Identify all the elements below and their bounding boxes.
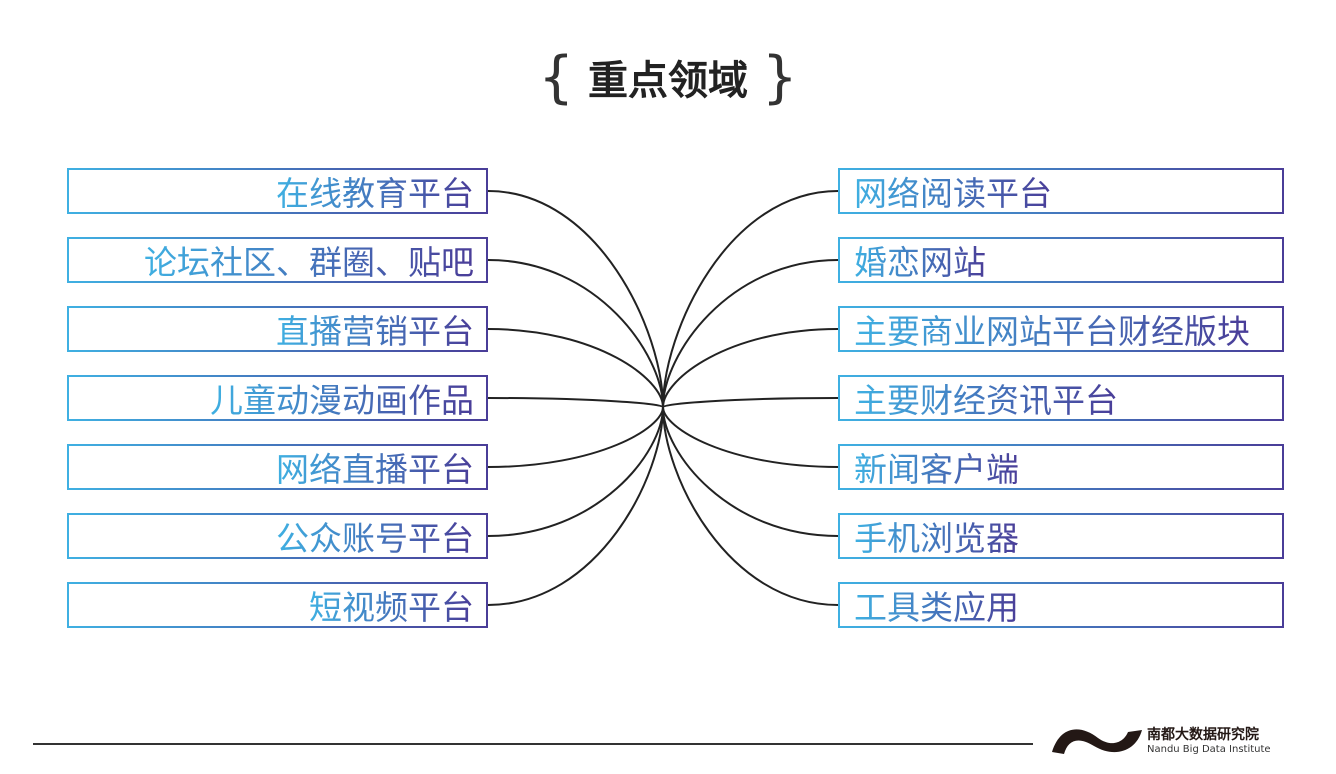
logo-name-cn: 南都大数据研究院 <box>1147 727 1259 743</box>
right-domain-box: 婚恋网站 <box>838 237 1284 283</box>
connector-line <box>487 397 664 408</box>
right-domain-label: 婚恋网站 <box>854 236 986 284</box>
left-domain-label: 网络直播平台 <box>276 443 474 491</box>
page-title: { 重点领域 } <box>0 44 1336 116</box>
left-domain-box: 论坛社区、群圈、贴吧 <box>67 237 488 283</box>
nandu-logo-icon <box>1052 729 1142 754</box>
connector-line <box>487 406 664 606</box>
left-domain-label: 公众账号平台 <box>276 512 474 560</box>
connector-line <box>662 328 839 408</box>
connector-line <box>662 259 839 408</box>
right-domain-label: 新闻客户端 <box>854 443 1019 491</box>
close-brace: } <box>761 44 798 110</box>
connector-line <box>662 406 839 537</box>
left-domain-label: 论坛社区、群圈、贴吧 <box>144 236 474 284</box>
connector-line <box>662 406 839 468</box>
connector-line <box>487 406 664 537</box>
connector-line <box>487 190 664 408</box>
left-domain-label: 短视频平台 <box>309 581 474 629</box>
right-domain-box: 主要商业网站平台财经版块 <box>838 306 1284 352</box>
right-domain-label: 主要财经资讯平台 <box>854 374 1118 422</box>
connector-line <box>662 406 839 606</box>
left-domain-box: 直播营销平台 <box>67 306 488 352</box>
right-domain-label: 主要商业网站平台财经版块 <box>854 305 1250 353</box>
title-text: 重点领域 <box>588 58 748 104</box>
left-domain-label: 儿童动漫动画作品 <box>210 374 474 422</box>
connector-line <box>487 328 664 408</box>
left-domain-box: 公众账号平台 <box>67 513 488 559</box>
right-domain-box: 主要财经资讯平台 <box>838 375 1284 421</box>
right-domain-label: 工具类应用 <box>854 581 1019 629</box>
left-domain-box: 网络直播平台 <box>67 444 488 490</box>
footer-divider <box>33 743 1033 745</box>
right-domain-box: 网络阅读平台 <box>838 168 1284 214</box>
left-domain-box: 短视频平台 <box>67 582 488 628</box>
left-domain-label: 直播营销平台 <box>276 305 474 353</box>
right-domain-label: 网络阅读平台 <box>854 167 1052 215</box>
connector-line <box>487 259 664 408</box>
left-domain-box: 在线教育平台 <box>67 168 488 214</box>
right-domain-box: 工具类应用 <box>838 582 1284 628</box>
left-domain-box: 儿童动漫动画作品 <box>67 375 488 421</box>
connector-line <box>662 397 839 408</box>
right-domain-label: 手机浏览器 <box>854 512 1019 560</box>
left-domain-label: 在线教育平台 <box>276 167 474 215</box>
connector-line <box>662 190 839 408</box>
right-domain-box: 新闻客户端 <box>838 444 1284 490</box>
right-domain-box: 手机浏览器 <box>838 513 1284 559</box>
open-brace: { <box>538 44 575 110</box>
logo-name-en: Nandu Big Data Institute <box>1147 744 1271 755</box>
connector-line <box>487 406 664 468</box>
